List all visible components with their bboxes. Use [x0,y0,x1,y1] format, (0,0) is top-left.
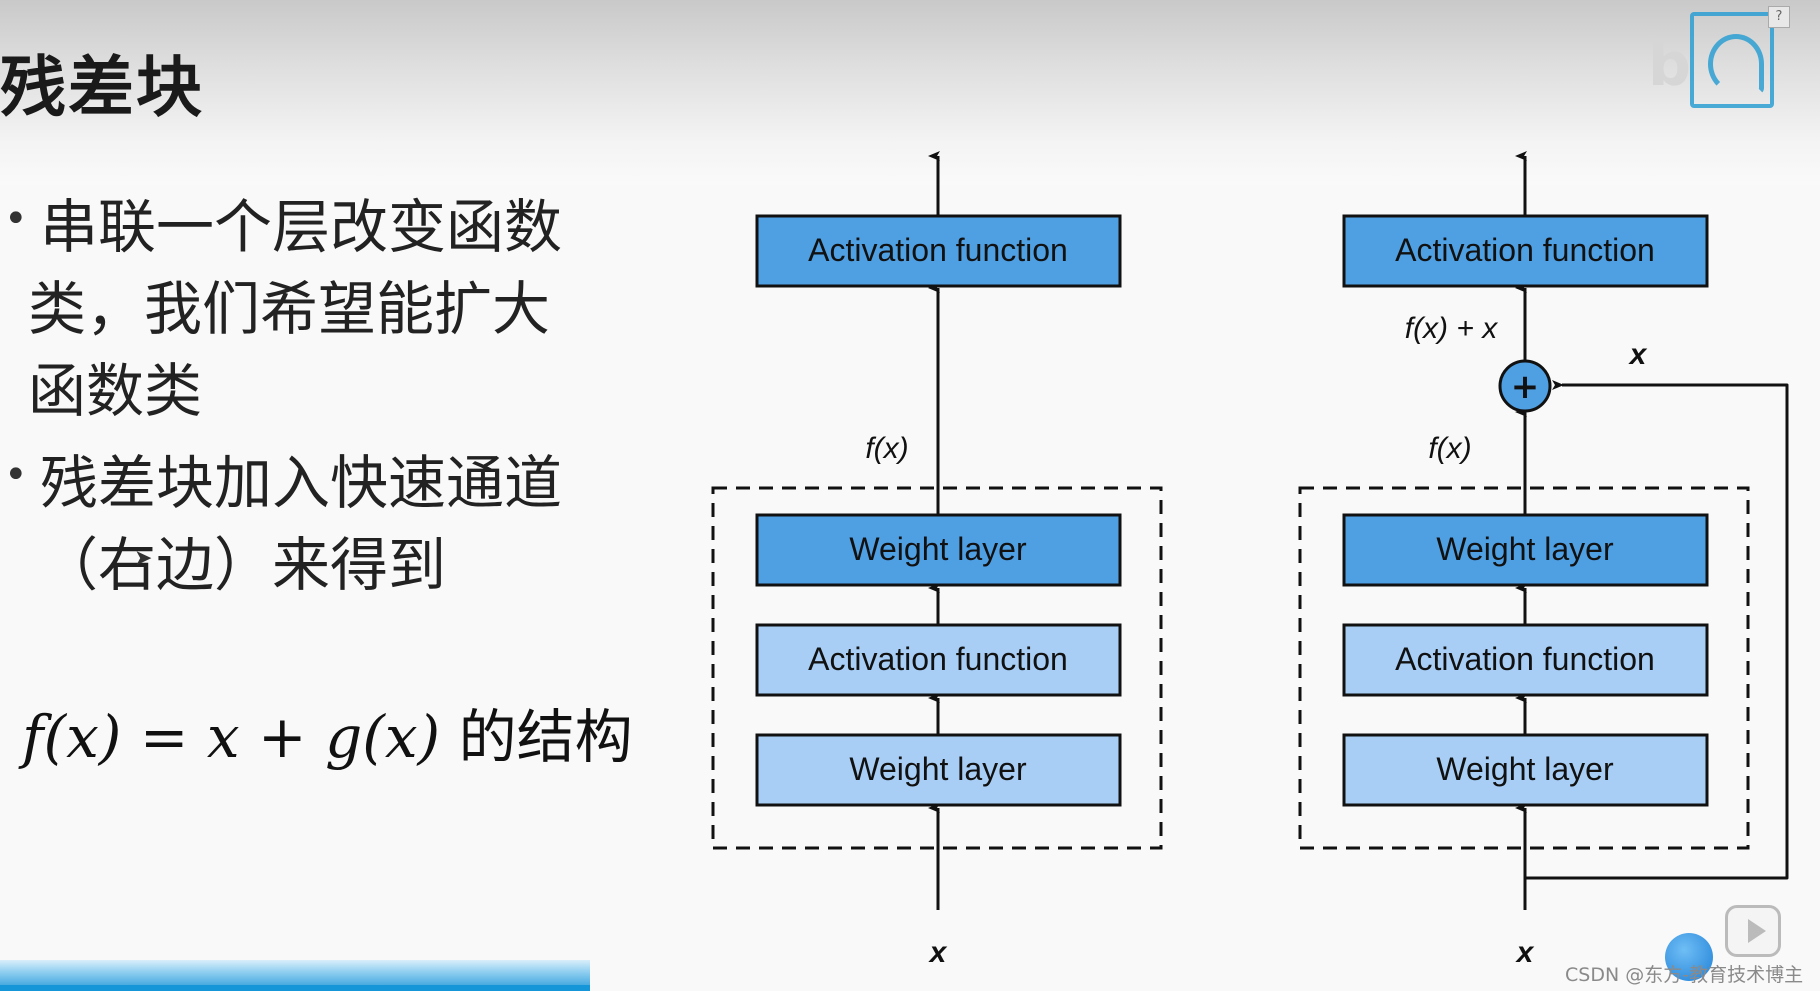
right-shortcut-x-label: x [1628,338,1648,371]
right-shortcut-path [1525,380,1789,880]
left-weight-lower-label: Weight layer [849,751,1027,787]
bilibili-logo-icon [1690,12,1774,108]
right-activation-top-box [1342,214,1709,288]
right-weight-lower-label: Weight layer [1436,751,1614,787]
bilibili-watermark-faded: b [1648,30,1691,100]
formula-math: f(x) = x + g(x) [22,703,441,771]
mouse-cursor-icon: ➤ [134,546,153,571]
left-activation-mid-box [755,623,1122,697]
left-dashed-frame [711,486,1163,850]
left-input-x-label: x [928,936,948,969]
right-weight-upper-box [1342,513,1709,587]
bullet-1-line-2: 类，我们希望能扩大 [28,275,551,343]
bullet-2-line-1: 残差块加入快速通道 [40,449,563,517]
residual-formula: f(x) = x + g(x) 的结构 [22,690,633,774]
right-fx-label: f(x) [1428,432,1471,465]
csdn-credit-watermark: CSDN @东方-教育技术博主 [1565,964,1804,986]
bullet-1-line-3: 函数类 [28,357,203,425]
left-block: Activation function Weight layer Activat… [711,151,1163,969]
left-fx-label: f(x) [865,432,908,465]
floating-assistant-ball-icon[interactable] [1665,933,1713,981]
bullet-1-line-1: 串联一个层改变函数 [40,193,563,261]
right-input-x-label: x [1515,936,1535,969]
slide-title: 残差块 [0,49,204,126]
play-icon[interactable] [1725,905,1781,957]
formula-suffix: 的结构 [440,703,633,771]
bullet-dot-1: • [4,196,28,242]
right-dashed-frame [1298,486,1750,850]
left-weight-upper-label: Weight layer [849,531,1027,567]
plus-icon: + [1511,367,1540,407]
right-sum-label: f(x) + x [1405,312,1499,345]
bullet-dot-2: • [4,452,28,498]
right-block: + Activation function Weight layer Activ… [1298,151,1789,969]
help-icon[interactable]: ? [1768,6,1790,28]
bullet-2-line-2: （右边）来得到 [40,531,447,599]
right-weight-upper-label: Weight layer [1436,531,1614,567]
left-weight-lower-box [755,733,1122,807]
left-activation-mid-label: Activation function [808,641,1068,677]
right-activation-top-label: Activation function [1395,232,1655,268]
right-activation-mid-label: Activation function [1395,641,1655,677]
add-node-circle [1498,359,1552,413]
left-activation-top-box [755,214,1122,288]
slide-bottom-wave-bar [0,960,590,991]
right-weight-lower-box [1342,733,1709,807]
left-weight-upper-box [755,513,1122,587]
right-activation-mid-box [1342,623,1709,697]
left-activation-top-label: Activation function [808,232,1068,268]
